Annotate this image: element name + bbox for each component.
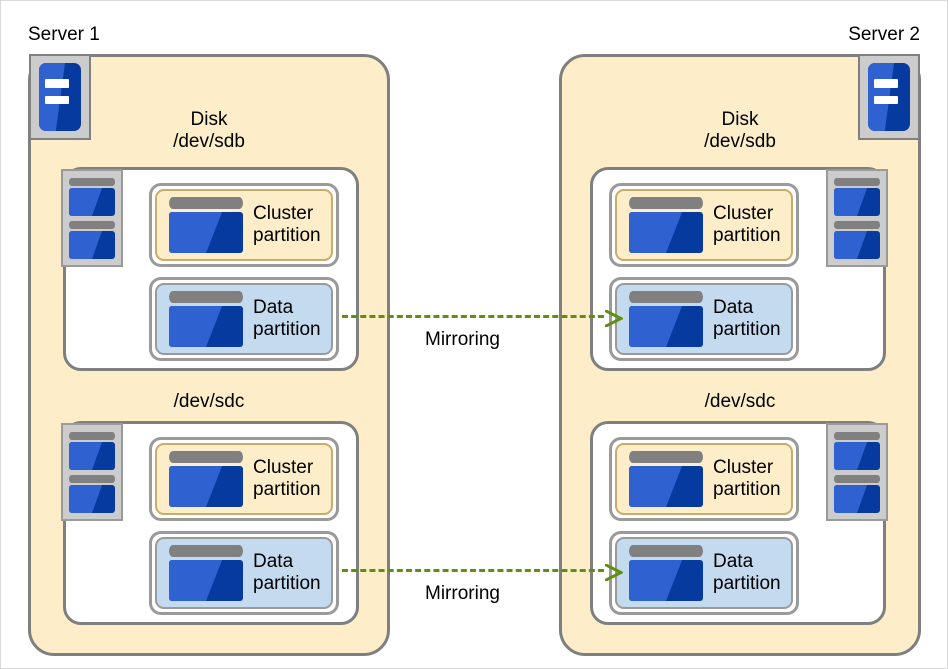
server-bar-1 bbox=[45, 79, 69, 89]
platter-body bbox=[69, 441, 115, 470]
partition-body bbox=[629, 559, 703, 601]
server-1-disk-sdc: /dev/sdc bbox=[28, 391, 390, 631]
partition-cap bbox=[629, 545, 703, 558]
platter-body bbox=[69, 230, 115, 259]
partition-body bbox=[629, 211, 703, 253]
platter-body bbox=[834, 187, 880, 216]
partition-body bbox=[169, 211, 243, 253]
server-chassis bbox=[39, 63, 81, 131]
partition-label: Data partition bbox=[253, 550, 321, 594]
partition-s2-sdb-data[interactable]: Data partition bbox=[609, 277, 799, 361]
disk-label-s1-sdc: /dev/sdc bbox=[173, 391, 245, 412]
partition-label: Cluster partition bbox=[713, 456, 781, 500]
server-bar-2 bbox=[45, 95, 69, 105]
platter-body bbox=[834, 441, 880, 470]
partition-label: Data partition bbox=[253, 296, 321, 340]
partition-icon bbox=[169, 291, 243, 347]
platter-cap bbox=[69, 475, 115, 484]
partition-inner: Data partition bbox=[615, 283, 793, 355]
partition-body bbox=[169, 305, 243, 347]
platter-cap bbox=[69, 178, 115, 187]
partition-s1-sdb-data[interactable]: Data partition bbox=[149, 277, 339, 361]
partition-icon bbox=[629, 545, 703, 601]
partition-cap bbox=[629, 451, 703, 464]
disk-label-s1-sdb: Disk /dev/sdb bbox=[173, 109, 245, 153]
platter-cap bbox=[834, 475, 880, 484]
platter-cap bbox=[69, 221, 115, 230]
partition-body bbox=[169, 465, 243, 507]
platter-body bbox=[834, 484, 880, 513]
server-2-title: Server 2 bbox=[848, 24, 920, 45]
disk-icon-s1-sdb bbox=[61, 169, 123, 267]
partition-inner: Data partition bbox=[155, 283, 333, 355]
server-1-disk-sdb: Disk /dev/sdb bbox=[28, 109, 390, 371]
mirroring-label-sdb: Mirroring bbox=[425, 329, 500, 350]
disk-label-s2-sdb: Disk /dev/sdb bbox=[704, 109, 776, 153]
partition-body bbox=[629, 305, 703, 347]
partition-cap bbox=[169, 291, 243, 304]
partition-s2-sdc-cluster[interactable]: Cluster partition bbox=[609, 437, 799, 521]
partition-body bbox=[169, 559, 243, 601]
partition-icon bbox=[629, 291, 703, 347]
partition-icon bbox=[169, 197, 243, 253]
partition-inner: Cluster partition bbox=[155, 443, 333, 515]
partition-icon bbox=[629, 451, 703, 507]
disk-icon-s1-sdc bbox=[61, 423, 123, 521]
partition-s2-sdc-data[interactable]: Data partition bbox=[609, 531, 799, 615]
partition-inner: Data partition bbox=[155, 537, 333, 609]
partition-cap bbox=[169, 545, 243, 558]
partition-inner: Data partition bbox=[615, 537, 793, 609]
mirroring-connector-sdb bbox=[342, 310, 623, 327]
server-icon-2 bbox=[858, 54, 920, 140]
disk-icon-s2-sdb bbox=[826, 169, 888, 267]
server-bar-2 bbox=[874, 95, 898, 105]
partition-label: Data partition bbox=[713, 296, 781, 340]
disk-label-s2-sdc: /dev/sdc bbox=[704, 391, 776, 412]
partition-inner: Cluster partition bbox=[155, 189, 333, 261]
partition-label: Cluster partition bbox=[713, 202, 781, 246]
partition-label: Cluster partition bbox=[253, 456, 321, 500]
platter-cap bbox=[69, 432, 115, 441]
mirroring-label-sdc: Mirroring bbox=[425, 583, 500, 604]
partition-cap bbox=[629, 291, 703, 304]
partition-label: Data partition bbox=[713, 550, 781, 594]
server-2-disk-sdb: Disk /dev/sdb bbox=[559, 109, 921, 371]
disk-platter-1 bbox=[69, 178, 115, 216]
partition-s1-sdb-cluster[interactable]: Cluster partition bbox=[149, 183, 339, 267]
server-bar-1 bbox=[874, 79, 898, 89]
platter-body bbox=[69, 187, 115, 216]
disk-platter-2 bbox=[834, 475, 880, 513]
partition-body bbox=[629, 465, 703, 507]
partition-inner: Cluster partition bbox=[615, 443, 793, 515]
server-icon-1 bbox=[29, 54, 91, 140]
server-chassis bbox=[868, 63, 910, 131]
partition-cap bbox=[169, 197, 243, 210]
partition-cap bbox=[629, 197, 703, 210]
disk-icon-s2-sdc bbox=[826, 423, 888, 521]
platter-body bbox=[834, 230, 880, 259]
partition-label: Cluster partition bbox=[253, 202, 321, 246]
platter-cap bbox=[834, 432, 880, 441]
partition-inner: Cluster partition bbox=[615, 189, 793, 261]
partition-s1-sdc-cluster[interactable]: Cluster partition bbox=[149, 437, 339, 521]
partition-cap bbox=[169, 451, 243, 464]
platter-cap bbox=[834, 221, 880, 230]
disk-platter-1 bbox=[834, 178, 880, 216]
disk-platter-2 bbox=[69, 221, 115, 259]
partition-icon bbox=[629, 197, 703, 253]
disk-platter-1 bbox=[69, 432, 115, 470]
disk-platter-2 bbox=[834, 221, 880, 259]
partition-s1-sdc-data[interactable]: Data partition bbox=[149, 531, 339, 615]
mirroring-connector-sdc bbox=[342, 564, 623, 581]
server-2-disk-sdc: /dev/sdc bbox=[559, 391, 921, 631]
platter-body bbox=[69, 484, 115, 513]
partition-icon bbox=[169, 545, 243, 601]
partition-s2-sdb-cluster[interactable]: Cluster partition bbox=[609, 183, 799, 267]
server-1-title: Server 1 bbox=[28, 24, 100, 45]
platter-cap bbox=[834, 178, 880, 187]
disk-platter-1 bbox=[834, 432, 880, 470]
disk-platter-2 bbox=[69, 475, 115, 513]
partition-icon bbox=[169, 451, 243, 507]
